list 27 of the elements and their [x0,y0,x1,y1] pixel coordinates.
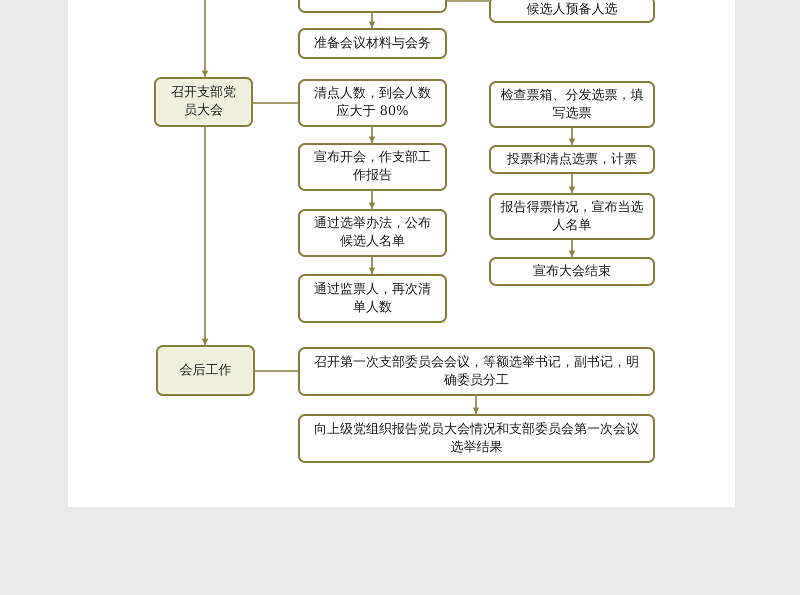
arrow [368,191,376,209]
stage-box: 召开支部党员大会 [154,77,253,127]
process-box: 通过选举办法，公布候选人名单 [298,209,447,257]
process-box: 报告得票情况，宣布当选人名单 [489,193,655,240]
arrow [568,174,576,193]
stage-box: 会后工作 [156,345,255,396]
arrow [368,13,376,28]
process-box: 向上级党组织报告党员大会情况和支部委员会第一次会议选举结果 [298,414,655,463]
process-box: 候选人预备人选 [489,0,655,23]
connector-line [253,102,298,104]
process-box: 宣布开会，作支部工作报告 [298,143,447,191]
arrow [568,240,576,257]
arrow [368,127,376,143]
process-box: 宣布大会结束 [489,257,655,286]
connector-line [447,0,489,2]
process-box: 检查票箱、分发选票，填写选票 [489,81,655,128]
process-box: 清点人数，到会人数应大于 80% [298,79,447,127]
arrow [472,396,480,414]
arrow [368,257,376,274]
connector-line [255,370,298,372]
process-box: 召开第一次支部委员会会议，等额选举书记，副书记，明确委员分工 [298,347,655,396]
process-box: 通过监票人，再次清单人数 [298,274,447,323]
arrow [202,0,208,77]
process-box: 准备会议材料与会务 [298,28,447,59]
arrow [568,128,576,145]
process-box: 投票和清点选票，计票 [489,145,655,174]
arrow [202,127,208,345]
